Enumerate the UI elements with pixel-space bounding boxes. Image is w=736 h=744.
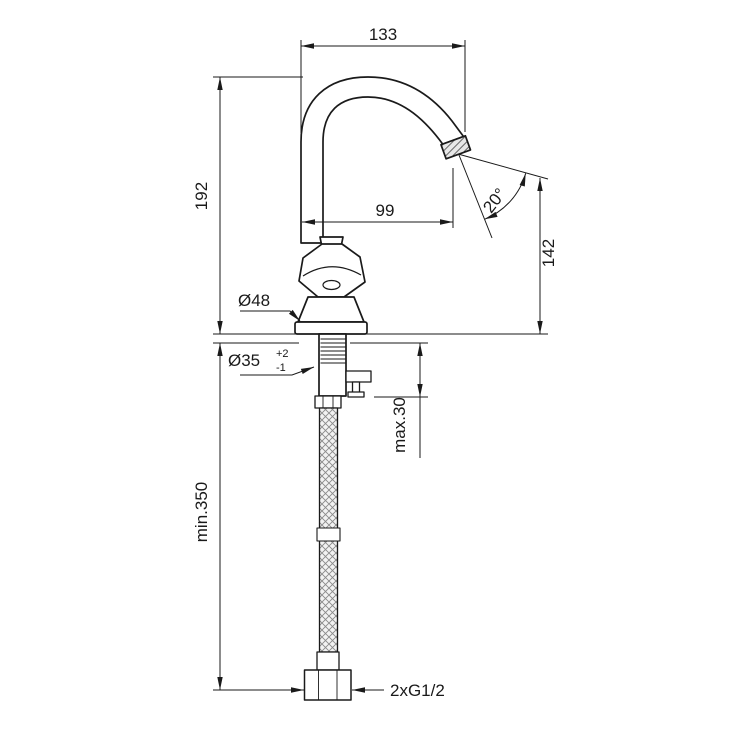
- dim-thread-label: 2xG1/2: [390, 681, 445, 700]
- dim-99-label: 99: [376, 201, 395, 220]
- base-flange: [294, 321, 368, 335]
- spray-flow-line: [458, 154, 493, 239]
- dim-142-label: 142: [539, 239, 558, 267]
- dimension-lines: [213, 40, 548, 693]
- dim-min350-label: min.350: [192, 482, 211, 542]
- faucet-outline: [294, 76, 472, 701]
- connection-nut: [303, 669, 352, 701]
- dim-base-diameter-label: Ø48: [238, 291, 270, 310]
- dim-133-label: 133: [369, 25, 397, 44]
- dim-hole-tolerance-minus: -1: [276, 362, 286, 374]
- handle-facet-line: [302, 266, 362, 277]
- faucet-body: [297, 296, 365, 323]
- hose-coupling-band: [316, 527, 341, 542]
- spray-reference-line: [457, 153, 549, 180]
- handle-knob: [298, 243, 366, 298]
- dim-max30-label: max.30: [390, 397, 409, 453]
- spout-tube: [300, 76, 465, 244]
- dim-angle-arc: [484, 173, 527, 220]
- hose-top-connector: [314, 395, 342, 409]
- handle-index-oval: [322, 279, 341, 291]
- aerator-nozzle: [440, 134, 472, 160]
- clamp-bracket: [345, 370, 372, 383]
- hose-ferrule: [316, 651, 340, 671]
- leader-hole-diameter: [240, 366, 315, 376]
- dim-hole-diameter-label: Ø35: [228, 351, 260, 370]
- dim-angle-label: 20°: [479, 185, 510, 217]
- leader-base-diameter: [240, 309, 301, 322]
- dimension-labels: 133 192 99 20° 142 Ø48 Ø35 +2 -1 max.30 …: [192, 25, 558, 700]
- dim-192-label: 192: [192, 182, 211, 210]
- clamp-screw-foot: [347, 391, 365, 398]
- spray-direction-lines: [457, 153, 549, 239]
- dim-hole-tolerance-plus: +2: [276, 348, 289, 360]
- shank-threads: [320, 338, 346, 364]
